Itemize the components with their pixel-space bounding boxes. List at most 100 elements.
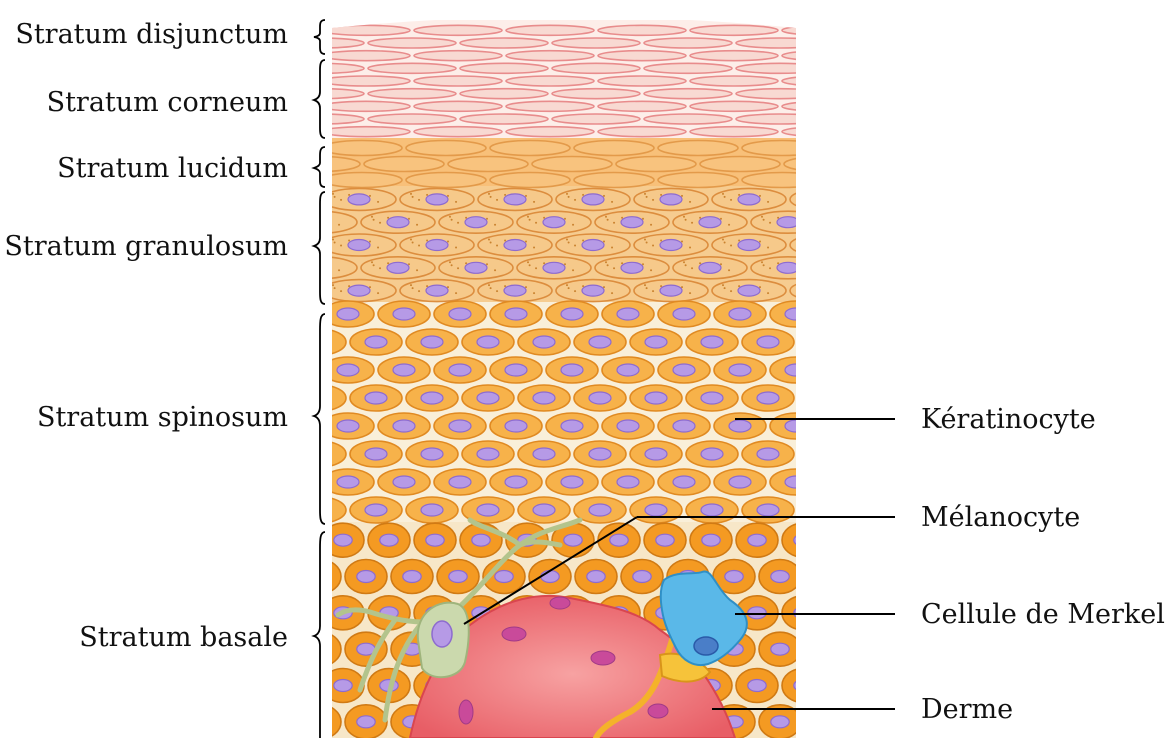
corneum-cell <box>322 76 410 86</box>
lucidum-cell <box>322 141 402 156</box>
spinosum-cell-nucleus <box>589 336 611 348</box>
basale-cell-nucleus <box>541 571 559 583</box>
granulosum-cell-granule <box>724 242 726 244</box>
granulosum-cell-granule <box>451 264 453 266</box>
granulosum-cell-nucleus <box>348 194 370 205</box>
spinosum-cell-nucleus <box>505 420 527 432</box>
spinosum-cell-nucleus <box>617 308 639 320</box>
granulosum-cell-nucleus <box>504 240 526 251</box>
granulosum-cell-granule <box>371 261 373 263</box>
granulosum-cell-granule <box>763 219 765 221</box>
lucidum-cell <box>490 173 570 188</box>
granulosum-cell-granule <box>455 247 457 249</box>
basale-cell-nucleus <box>449 571 467 583</box>
granulosum-cell-nucleus <box>816 285 838 296</box>
lucidum-cell <box>322 173 402 188</box>
granulosum-cell-granule <box>527 216 529 218</box>
basale-cell <box>805 560 847 594</box>
granulosum-cell-granule <box>582 194 584 196</box>
spinosum-cell-nucleus <box>421 448 443 460</box>
spinosum-cell-nucleus <box>729 308 751 320</box>
callout-label-derme: Derme <box>921 694 1013 725</box>
granulosum-cell <box>790 188 864 210</box>
granulosum-cell-granule <box>373 264 375 266</box>
corneum-cell <box>460 38 548 48</box>
spinosum-cell-nucleus <box>617 364 639 376</box>
granulosum-cell-granule <box>582 240 584 242</box>
granulosum-cell-granule <box>295 264 297 266</box>
granulosum-cell-granule <box>644 239 646 241</box>
granulosum-cell-granule <box>293 216 295 218</box>
corneum-cell <box>414 127 502 137</box>
corneum-cell <box>782 51 870 61</box>
granulosum-cell-granule <box>607 219 609 221</box>
spinosum-cell-nucleus <box>337 308 359 320</box>
spinosum-cell-nucleus <box>393 476 415 488</box>
granulosum-cell-granule <box>802 196 804 198</box>
corneum-cell <box>598 76 686 86</box>
granulosum-cell-granule <box>730 290 732 292</box>
granulosum-cell-granule <box>330 263 332 265</box>
spinosum-cell-nucleus <box>785 420 807 432</box>
granulosum-cell-granule <box>340 245 342 247</box>
lucidum-cell <box>406 173 486 188</box>
granulosum-cell-granule <box>379 222 381 224</box>
granulosum-cell-granule <box>309 217 311 219</box>
granulosum-cell-granule <box>572 224 574 226</box>
granulosum-cell-granule <box>504 285 506 287</box>
granulosum-cell-nucleus <box>816 240 838 251</box>
granulosum-cell-granule <box>410 284 412 286</box>
corneum-cell <box>368 89 456 99</box>
granulosum-cell-granule <box>728 269 730 271</box>
granulosum-cell-granule <box>699 217 701 219</box>
granulosum-cell-nucleus <box>348 240 370 251</box>
granulosum-cell-granule <box>377 201 379 203</box>
corneum-cell <box>506 76 594 86</box>
granulosum-cell-granule <box>412 242 414 244</box>
granulosum-cell-granule <box>449 261 451 263</box>
granulosum-cell-granule <box>730 199 732 201</box>
corneum-cell <box>506 127 594 137</box>
spinosum-cell-nucleus <box>673 420 695 432</box>
granulosum-cell-nucleus <box>582 285 604 296</box>
brace-disjunctum <box>314 20 325 54</box>
spinosum-cell-nucleus <box>785 364 807 376</box>
granulosum-cell-granule <box>767 201 769 203</box>
granulosum-cell-granule <box>808 245 810 247</box>
granulosum-cell-granule <box>488 239 490 241</box>
granulosum-cell-nucleus <box>660 240 682 251</box>
granulosum-cell-granule <box>338 269 340 271</box>
basale-cell-nucleus <box>817 643 835 655</box>
granulosum-cell-nucleus <box>387 262 409 273</box>
basale-cell-nucleus <box>334 680 352 692</box>
granulosum-cell-granule <box>816 194 818 196</box>
spinosum-cell <box>798 329 850 355</box>
brace-lucidum <box>314 147 325 187</box>
granulosum-cell-granule <box>685 264 687 266</box>
granulosum-cell-nucleus <box>465 262 487 273</box>
lucidum-cell <box>700 157 780 172</box>
granulosum-cell-granule <box>426 194 428 196</box>
spinosum-cell-nucleus <box>533 504 555 516</box>
granulosum-cell-granule <box>416 269 418 271</box>
corneum-cell <box>736 63 824 73</box>
granulosum-cell-nucleus <box>387 217 409 228</box>
granulosum-cell-granule <box>377 292 379 294</box>
spinosum-cell-nucleus <box>505 308 527 320</box>
granulosum-cell-granule <box>808 199 810 201</box>
granulosum-cell-granule <box>724 287 726 289</box>
granulosum-cell-granule <box>689 201 691 203</box>
corneum-cell <box>460 89 548 99</box>
granulosum-cell-granule <box>837 286 839 288</box>
granulosum-cell-granule <box>611 292 613 294</box>
granulosum-cell-granule <box>527 261 529 263</box>
granulosum-cell-granule <box>798 263 800 265</box>
granulosum-cell-granule <box>465 217 467 219</box>
spinosum-cell-nucleus <box>561 308 583 320</box>
spinosum-cell-nucleus <box>617 420 639 432</box>
corneum-cell <box>322 127 410 137</box>
spinosum-cell-nucleus <box>729 420 751 432</box>
spinosum-cell-nucleus <box>449 420 471 432</box>
granulosum-cell-nucleus <box>660 194 682 205</box>
granulosum-cell-granule <box>574 290 576 292</box>
